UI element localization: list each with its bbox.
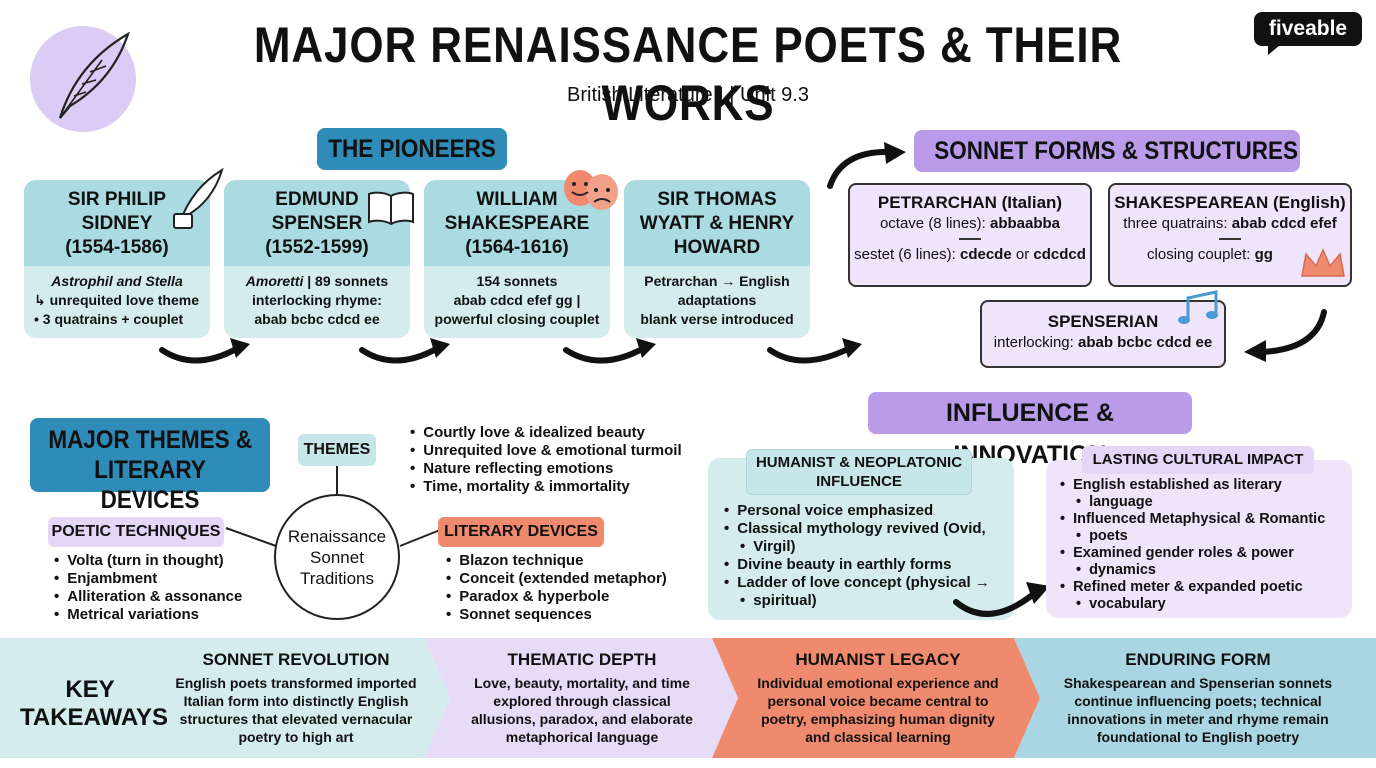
devices-label: LITERARY DEVICES [438,517,604,547]
takeaway-humanist-legacy: HUMANIST LEGACY Individual emotional exp… [757,650,999,745]
quill-icon [58,31,130,119]
pioneer-flow-arrows [159,338,862,364]
takeaways-band [0,638,1376,758]
petrarchan-box: PETRARCHAN (Italian) octave (8 lines): a… [848,183,1092,287]
list-item: Volta (turn in thought) [54,552,242,570]
curved-arrow-icon [827,142,906,189]
themes-heading: MAJOR THEMES &LITERARY DEVICES [30,418,270,514]
list-item: Conceit (extended metaphor) [446,570,667,588]
list-item: Metrical variations [54,606,242,624]
list-item: Nature reflecting emotions [410,460,682,478]
music-notes-icon [1178,290,1218,324]
list-item-cont: vocabulary [1060,596,1346,613]
influence-heading: INFLUENCE & INNOVATION [868,392,1192,469]
lasting-list: English established as literary language… [1060,477,1346,613]
list-item-cont: dynamics [1060,562,1346,579]
devices-list: Blazon technique Conceit (extended metap… [446,552,667,624]
list-item: Ladder of love concept (physical → [724,574,1004,592]
list-item-cont: poets [1060,528,1346,545]
takeaway-enduring-form: ENDURING FORM Shakespearean and Spenseri… [1063,650,1333,745]
feather-pen-icon [173,167,224,229]
list-item: Classical mythology revived (Ovid, [724,520,1004,538]
themes-list: Courtly love & idealized beauty Unrequit… [410,424,682,496]
list-item: Examined gender roles & power [1060,545,1346,562]
list-item: Blazon technique [446,552,667,570]
page-title: MAJOR RENAISSANCE POETS & THEIR WORKS [253,17,1123,131]
list-item: Paradox & hyperbole [446,588,667,606]
list-item: Enjambment [54,570,242,588]
sonnet-forms-heading: SONNET FORMS & STRUCTURES [914,130,1300,172]
open-book-icon [368,191,414,226]
list-item: Time, mortality & immortality [410,478,682,496]
humanist-list: Personal voice emphasized Classical myth… [724,502,1004,610]
list-item-cont: Virgil) [724,538,1004,556]
curved-arrow-icon [953,582,1050,617]
hub-connectors [225,466,441,547]
themes-label: THEMES [298,434,376,466]
list-item: Alliteration & assonance [54,588,242,606]
takeaway-thematic-depth: THEMATIC DEPTH Love, beauty, mortality, … [471,650,693,745]
list-item: Influenced Metaphysical & Romantic [1060,511,1346,528]
curved-arrow-icon [1244,309,1327,362]
pioneers-heading: THE PIONEERS [317,128,507,170]
fiveable-logo: fiveable [1254,12,1362,55]
quill-badge [30,26,136,132]
list-item-cont: spiritual) [724,592,1004,610]
list-item: Refined meter & expanded poetic [1060,579,1346,596]
list-item: Sonnet sequences [446,606,667,624]
list-item: Personal voice emphasized [724,502,1004,520]
page-subtitle: British Literature I | Unit 9.3 [567,84,809,106]
list-item: Divine beauty in earthly forms [724,556,1004,574]
list-item: English established as literary [1060,477,1346,494]
theater-masks-icon [564,170,618,210]
techniques-list: Volta (turn in thought) Enjambment Allit… [54,552,242,624]
spenserian-box: SPENSERIAN interlocking: abab bcbc cdcd … [980,300,1226,368]
list-item: Courtly love & idealized beauty [410,424,682,442]
crown-icon [1301,248,1345,277]
list-item-cont: language [1060,494,1346,511]
takeaway-sonnet-revolution: SONNET REVOLUTION English poets transfor… [175,650,417,745]
lasting-impact-title: LASTING CULTURAL IMPACT [1082,446,1314,474]
list-item: Unrequited love & emotional turmoil [410,442,681,460]
techniques-label: POETIC TECHNIQUES [48,517,224,547]
